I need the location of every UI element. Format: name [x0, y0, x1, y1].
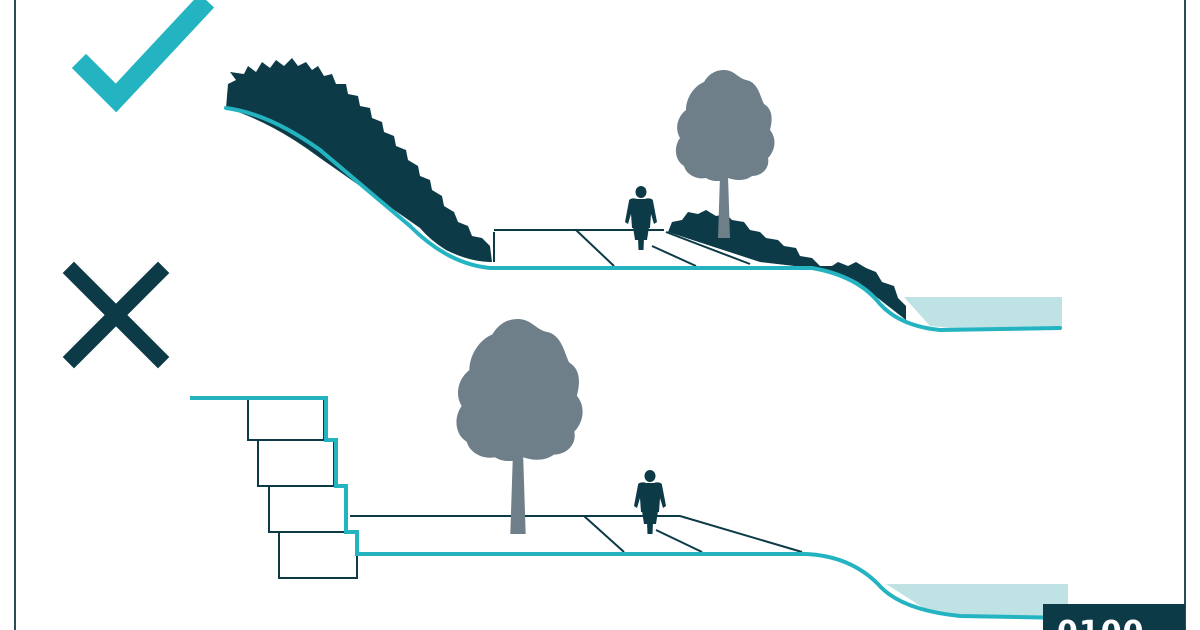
tree-icon: [456, 318, 583, 534]
ground-line-good: [224, 106, 1062, 333]
cyclist-icon: [625, 186, 657, 250]
ground-line-bad: [190, 396, 1071, 620]
vegetated-bank-left: [226, 58, 492, 262]
panel-frame: [14, 0, 1186, 630]
water-good: [904, 297, 1062, 331]
cross-icon: [62, 261, 170, 369]
path-bad: [350, 515, 803, 553]
code-badge: 0100: [1043, 604, 1185, 630]
good-example-section: [224, 58, 1062, 333]
water-bad: [886, 584, 1068, 617]
bad-example-section: [190, 318, 1071, 620]
code-badge-text: 0100: [1057, 618, 1145, 630]
check-icon: [71, 0, 215, 113]
cyclist-icon: [634, 470, 666, 534]
vegetated-bank-right: [668, 210, 906, 320]
